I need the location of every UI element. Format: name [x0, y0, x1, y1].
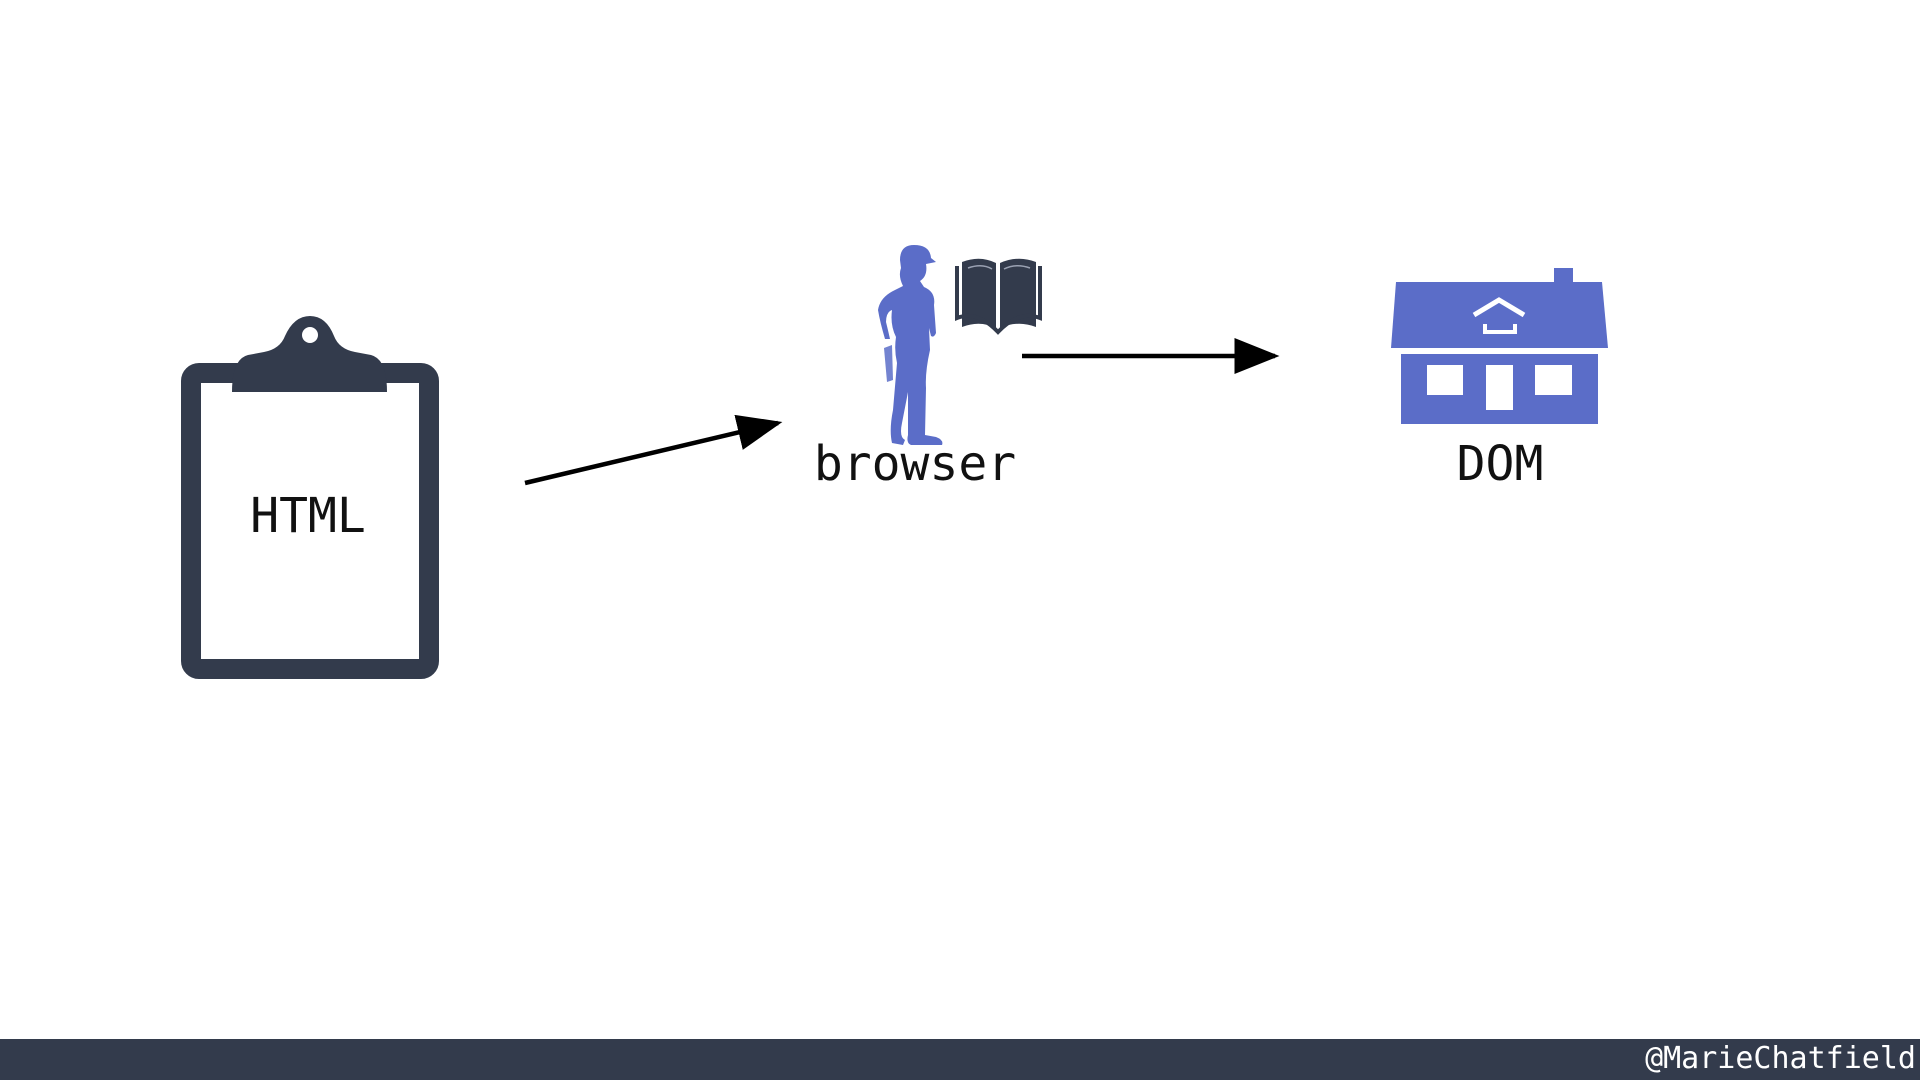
clipboard-icon — [181, 316, 439, 679]
footer-bar: @MarieChatfield — [0, 1039, 1920, 1080]
diagram-canvas — [181, 245, 1608, 679]
arrow-html-to-browser — [524, 414, 783, 486]
house-icon — [1391, 268, 1608, 424]
dom-label: DOM — [1456, 436, 1544, 492]
open-book-icon — [955, 258, 1042, 335]
builder-figure-icon — [878, 245, 943, 445]
html-label: HTML — [250, 488, 366, 544]
browser-label: browser — [813, 436, 1017, 492]
author-handle: @MarieChatfield — [1645, 1041, 1916, 1076]
